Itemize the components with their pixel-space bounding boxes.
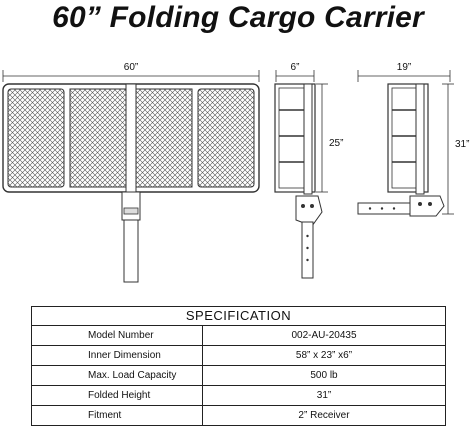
spec-value: 58” x 23” x6” [295,350,353,361]
side-view: 6” 25” [274,62,343,279]
side-height-label: 25” [329,138,343,149]
folded-view: 19” 31” [357,62,469,217]
page-title: 60” Folding Cargo Carrier [52,1,424,34]
spec-label: Folded Height [32,386,203,405]
spec-label: Inner Dimension [32,346,203,365]
folded-width-label: 19” [397,62,411,73]
table-row: Model Number 002-AU-20435 [32,326,445,346]
spec-value: 31” [316,390,332,401]
spec-value: 002-AU-20435 [291,330,357,341]
table-row: Max. Load Capacity 500 lb [32,366,445,386]
table-row: Fitment 2” Receiver [32,406,445,425]
spec-label: Model Number [32,326,203,345]
specification-table: SPECIFICATION Model Number 002-AU-20435 … [31,306,446,426]
folded-height-label: 31” [455,139,469,150]
spec-label: Fitment [32,406,203,425]
spec-label: Max. Load Capacity [32,366,203,385]
table-row: Inner Dimension 58” x 23” x6” [32,346,445,366]
depth-label: 6” [291,62,300,73]
spec-value: 2” Receiver [298,410,350,421]
width-label: 60” [124,62,138,73]
top-view: 60” [2,62,260,283]
table-row: Folded Height 31” [32,386,445,406]
spec-value: 500 lb [310,370,338,381]
specification-header: SPECIFICATION [32,307,445,326]
carrier-drawings: 60” 6” 25” [2,62,469,283]
